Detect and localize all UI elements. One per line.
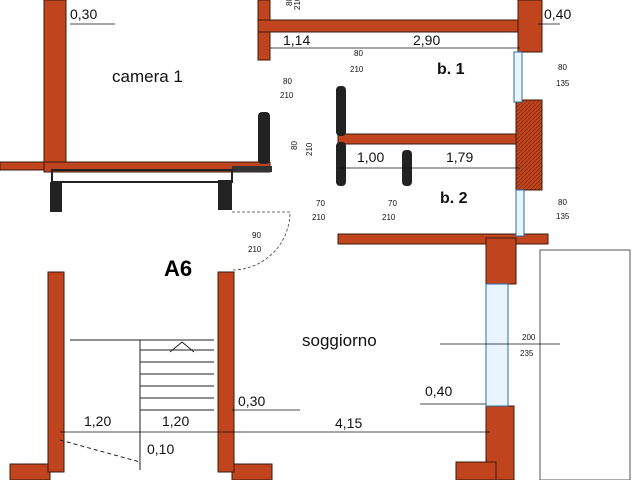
windows	[485, 51, 525, 407]
opening-door-bath2-side: 80 210	[290, 141, 314, 156]
opening-door-bath1-top: 80 210	[350, 49, 364, 74]
opening-door-entry: 90 210	[248, 231, 262, 254]
room-bath2-label: b. 2	[440, 190, 468, 207]
dim-wall-bottom: 0,30	[238, 393, 265, 409]
opening-door-bath2-b-width: 70	[388, 199, 397, 208]
opening-door-camera: 80 210	[280, 77, 294, 100]
unit-label: A6	[164, 256, 192, 281]
opening-door-bath2-side-height: 210	[305, 142, 314, 156]
opening-window-bath2-width: 80	[558, 198, 567, 207]
opening-door-entry-height: 210	[248, 245, 262, 254]
dim-wall-top-right: 0,40	[544, 6, 571, 22]
opening-door-camera-height: 210	[280, 91, 294, 100]
dim-stair-gap: 0,10	[147, 441, 174, 457]
dim-wall-right-living: 0,40	[425, 383, 452, 399]
dim-living-width: 4,15	[335, 415, 362, 431]
opening-door-top-height: 210	[293, 0, 302, 10]
opening-window-living-height: 235	[520, 349, 534, 358]
dim-corridor: 1,14	[283, 32, 310, 48]
opening-window-bath1-height: 135	[556, 79, 570, 88]
opening-window-bath1: 80 135	[556, 63, 570, 88]
dim-bath2-a: 1,00	[357, 149, 384, 165]
opening-door-bath2-a-height: 210	[312, 213, 326, 222]
dim-bath2-b: 1,79	[446, 149, 473, 165]
opening-door-bath2-a: 70 210	[312, 199, 326, 222]
opening-door-camera-width: 80	[283, 77, 292, 86]
room-living-label: soggiorno	[302, 331, 377, 350]
door-swing	[231, 211, 291, 271]
room-camera1-label: camera 1	[112, 67, 183, 86]
dim-stair-b: 1,20	[162, 413, 189, 429]
opening-door-entry-width: 90	[252, 231, 261, 240]
opening-window-bath2-height: 135	[556, 212, 570, 221]
opening-window-living-width: 200	[522, 333, 536, 342]
dimension-lines	[60, 23, 560, 433]
opening-window-bath1-width: 80	[558, 63, 567, 72]
opening-door-top: 80 210	[285, 0, 302, 10]
room-bath1-label: b. 1	[437, 61, 465, 78]
dim-bath1-width: 2,90	[413, 32, 440, 48]
opening-door-bath2-a-width: 70	[316, 199, 325, 208]
dim-stair-a: 1,20	[84, 413, 111, 429]
opening-door-bath2-side-width: 80	[290, 141, 299, 150]
opening-window-bath2: 80 135	[556, 198, 570, 221]
opening-door-top-width: 80	[285, 0, 294, 6]
opening-door-bath1-top-height: 210	[350, 65, 364, 74]
opening-door-bath1-top-width: 80	[354, 49, 363, 58]
stairs	[59, 339, 214, 470]
opening-window-living: 200 235	[520, 333, 536, 358]
opening-door-bath2-b: 70 210	[382, 199, 397, 222]
dim-wall-top-left: 0,30	[70, 6, 97, 22]
opening-door-bath2-b-height: 210	[382, 213, 396, 222]
